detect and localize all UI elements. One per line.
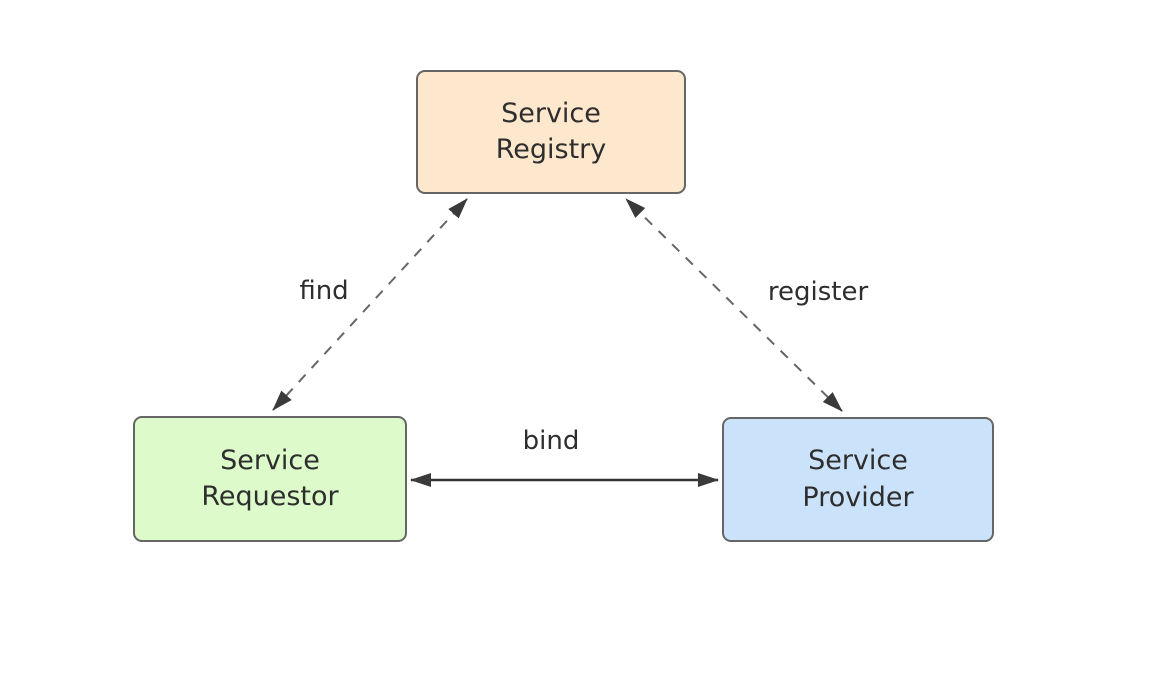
find-edge-line [272,198,468,411]
edge-label-register: register [767,277,869,307]
register-edge-line [625,198,843,412]
node-service-provider-label: Service Provider [802,445,914,513]
node-service-registry: Service Registry [416,70,686,194]
node-service-provider: Service Provider [722,417,994,542]
edge-label-bind: bind [522,426,580,456]
edge-label-find: find [299,276,349,306]
node-service-requestor: Service Requestor [133,416,407,542]
node-service-requestor-label: Service Requestor [201,444,339,512]
node-service-registry-label: Service Registry [495,97,607,165]
